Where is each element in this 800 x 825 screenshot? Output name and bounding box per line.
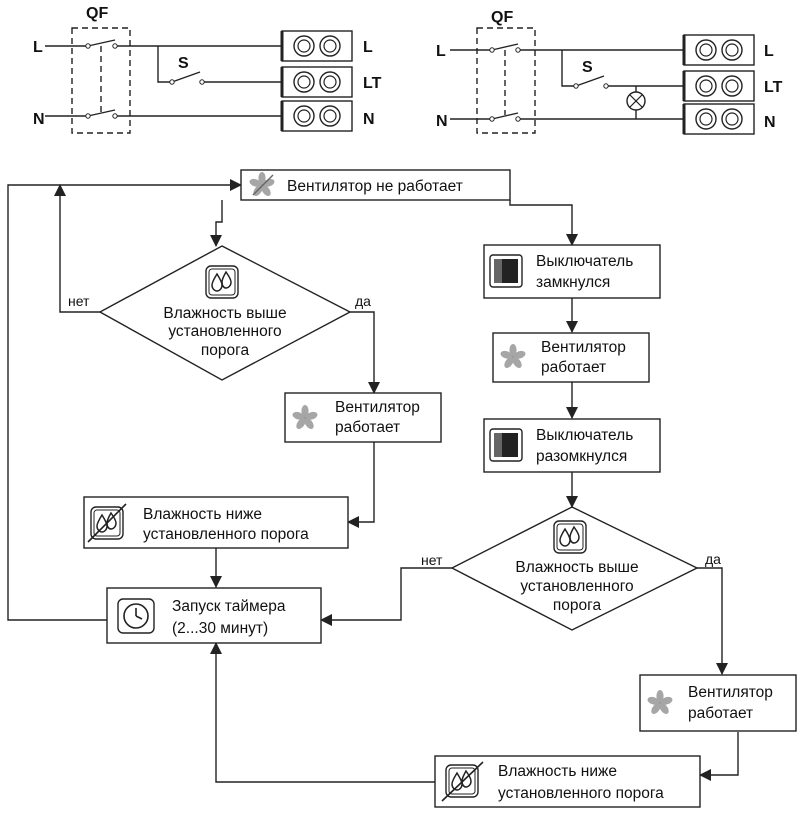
node-text-line1: Выключатель	[536, 253, 633, 270]
node-text-line2: (2...30 минут)	[172, 620, 268, 637]
breaker-label: QF	[491, 9, 513, 26]
node-fan-works-left: Вентилятор работает	[284, 392, 442, 443]
input-n-label: N	[33, 111, 45, 128]
flow-connectors	[7, 179, 739, 783]
terminal-block-n	[682, 102, 756, 136]
node-text-line2: работает	[688, 705, 753, 722]
node-text-line1: Выключатель	[536, 427, 633, 444]
node-text-line3: порога	[553, 597, 602, 614]
decision-humidity-above-right: Влажность выше установленного порога	[450, 506, 699, 631]
node-text-line2: установленного порога	[143, 526, 309, 543]
node-humidity-below-left: Влажность ниже установленного порога	[83, 496, 349, 549]
terminal-block-n	[280, 99, 354, 133]
breaker-label: QF	[86, 5, 108, 22]
rocker-switch-icon	[489, 428, 523, 462]
decision-humidity-above-left: Влажность выше установленного порога	[98, 245, 352, 381]
node-fan-works-right: Вентилятор работает	[492, 332, 650, 383]
input-n-label: N	[436, 113, 448, 130]
input-l-label: L	[436, 43, 446, 60]
node-text-line1: Запуск таймера	[172, 598, 286, 615]
node-text-line2: установленного	[168, 323, 281, 340]
edge-label-yes-left: да	[355, 293, 371, 309]
terminal-lt-label: LT	[764, 79, 783, 96]
node-fan-not-working: Вентилятор не работает	[240, 169, 511, 201]
edge-label-no-left: нет	[68, 293, 90, 309]
humidity-drops-icon	[205, 265, 239, 299]
edge-label-no-right: нет	[421, 552, 443, 568]
wiring-right: QF L N S L LT N	[436, 9, 783, 136]
terminal-block-lt	[280, 65, 354, 99]
terminal-n-label: N	[764, 114, 776, 131]
terminal-n-label: N	[363, 111, 375, 128]
wiring-left: QF L N S L LT N	[33, 5, 382, 134]
terminal-block-l	[280, 29, 354, 63]
fan-off-slash	[252, 174, 274, 196]
clock-icon	[117, 598, 155, 634]
terminal-block-lt	[682, 69, 756, 103]
breaker-outline	[71, 27, 131, 134]
terminal-l-label: L	[764, 43, 774, 60]
node-text-line2: установленного	[520, 578, 633, 595]
node-fan-works-bottom-right: Вентилятор работает	[639, 674, 797, 732]
node-text-line1: Влажность выше	[163, 305, 286, 322]
terminal-lt-label: LT	[363, 75, 382, 92]
lamp-icon	[626, 91, 646, 111]
terminal-l-label: L	[363, 39, 373, 56]
node-text-line1: Влажность выше	[515, 559, 638, 576]
node-text-line2: разомкнулся	[536, 448, 627, 465]
node-text-line2: работает	[335, 419, 400, 436]
node-text-line1: Вентилятор	[688, 684, 773, 701]
node-text-line1: Влажность ниже	[498, 763, 617, 780]
node-text-line1: Влажность ниже	[143, 506, 262, 523]
node-timer-start: Запуск таймера (2...30 минут)	[106, 587, 322, 644]
terminal-block-l	[682, 33, 756, 67]
switch-label: S	[582, 59, 593, 76]
edge-label-yes-right: да	[705, 551, 721, 567]
node-text-line1: Вентилятор	[541, 339, 626, 356]
rocker-switch-icon	[489, 254, 523, 288]
node-text-line2: работает	[541, 359, 606, 376]
node-text-line2: установленного порога	[498, 785, 664, 802]
node-humidity-below-bottom: Влажность ниже установленного порога	[434, 755, 701, 808]
breaker-outline	[476, 27, 536, 134]
switch-label: S	[178, 55, 189, 72]
node-text: Вентилятор не работает	[287, 178, 463, 195]
input-l-label: L	[33, 39, 43, 56]
node-text-line3: порога	[201, 342, 250, 359]
node-text-line1: Вентилятор	[335, 399, 420, 416]
node-switch-closed: Выключатель замкнулся	[483, 244, 661, 299]
humidity-drops-icon	[553, 520, 587, 554]
node-text-line2: замкнулся	[536, 274, 610, 291]
node-switch-opened: Выключатель разомкнулся	[483, 418, 661, 473]
